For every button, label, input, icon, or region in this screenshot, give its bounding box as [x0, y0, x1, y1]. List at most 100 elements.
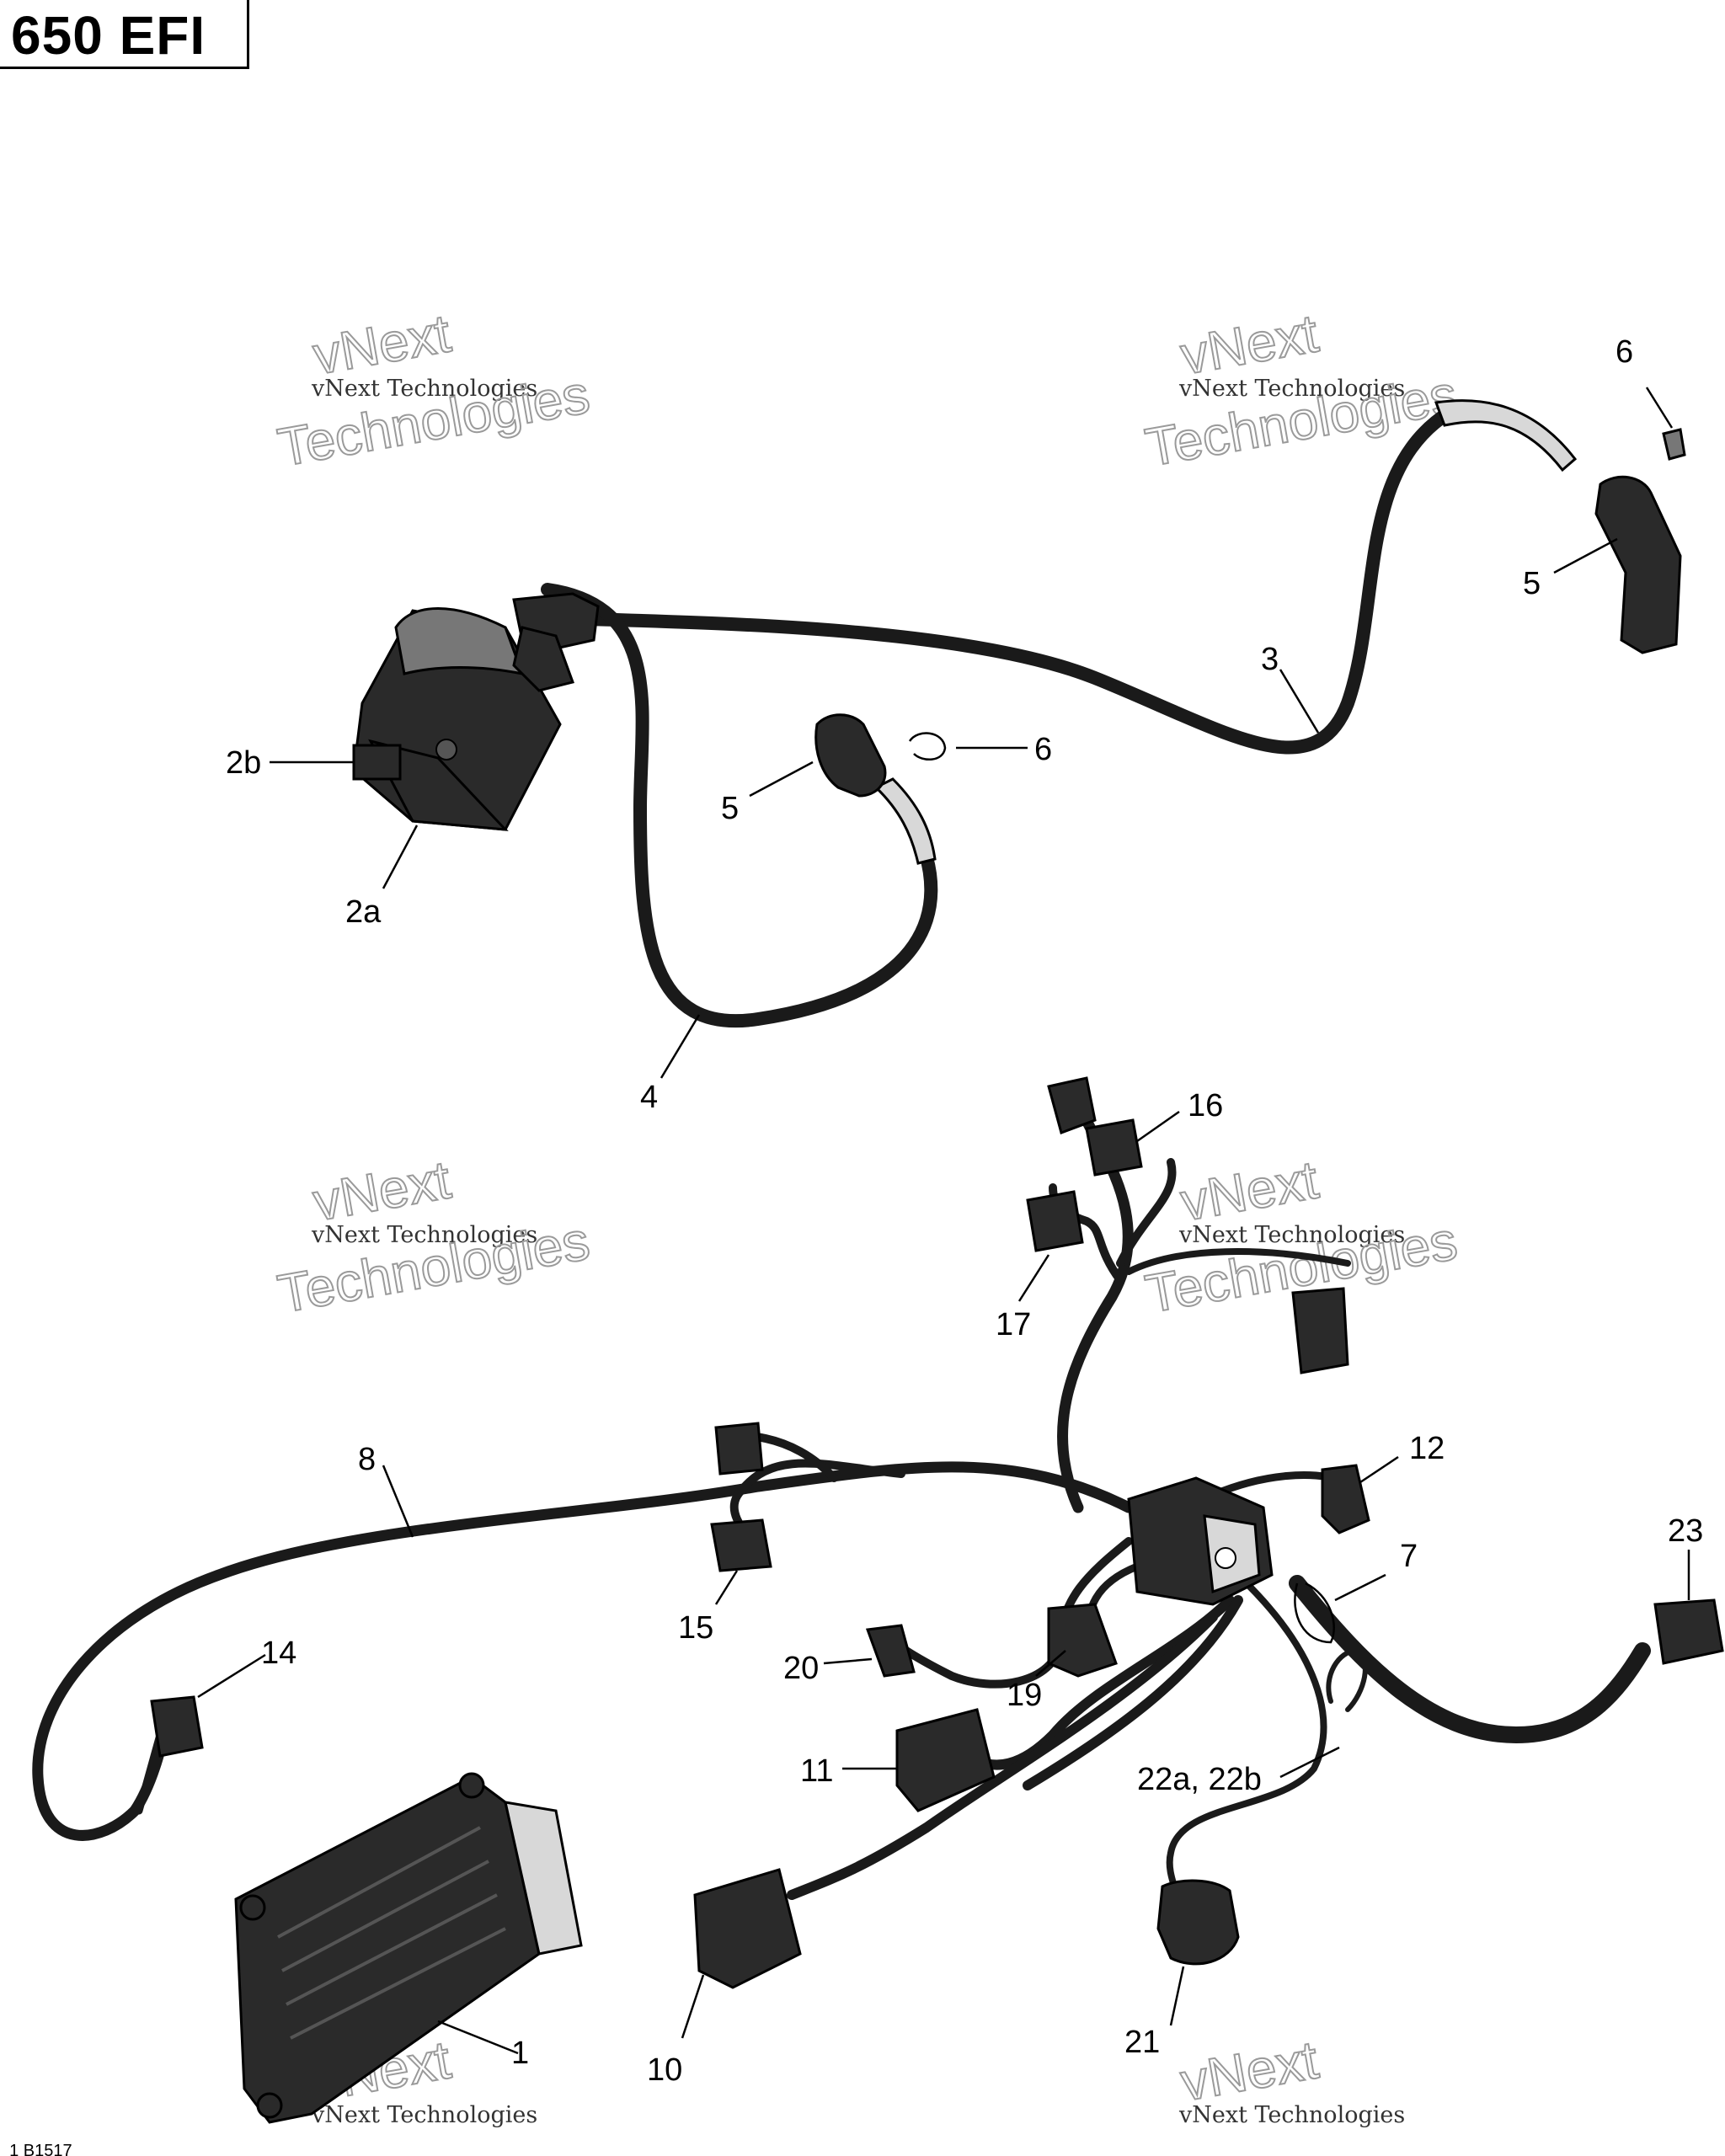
watermark-vnext: vNext: [1176, 302, 1322, 386]
callout-21: 21: [1124, 2025, 1160, 2060]
watermark-text: vNext Technologies: [311, 376, 537, 402]
callout-19: 19: [1007, 1678, 1042, 1713]
connector-16b: [1085, 1118, 1143, 1177]
coil-boot-4: [512, 626, 574, 692]
leader-2a: [382, 825, 419, 889]
leader-14: [197, 1653, 266, 1699]
harness-branch-right-upper: [1125, 1248, 1351, 1275]
spark-plug-cap-left: [814, 713, 887, 798]
coil-mount-tab: [352, 744, 402, 781]
watermark-vnext: vNext: [308, 302, 455, 386]
screw-6-right: [1662, 428, 1686, 461]
leader-lines: [197, 387, 1690, 2055]
watermark-1: vNext vNext Technologies Technologies: [273, 302, 595, 478]
watermark-vnext: vNext: [308, 1149, 455, 1232]
connector-12: [1321, 1464, 1370, 1534]
leader-16: [1136, 1110, 1180, 1143]
ecm-connector: [1127, 1476, 1274, 1606]
callout-1: 1: [511, 2036, 529, 2071]
spark-plug-cap-right: [1594, 475, 1682, 654]
callout-22a-22b: 22a, 22b: [1137, 1762, 1262, 1797]
connector-23: [1653, 1598, 1724, 1665]
watermark-text: vNext Technologies: [1178, 2102, 1405, 2128]
connector-14: [150, 1695, 204, 1758]
callout-10: 10: [647, 2052, 682, 2088]
watermark-vnext: vNext: [1176, 2029, 1322, 2112]
leader-17: [1017, 1254, 1050, 1302]
watermark-3: vNext vNext Technologies Technologies: [273, 1148, 595, 1325]
harness-branch-14: [135, 1731, 164, 1815]
leader-22: [1279, 1746, 1340, 1779]
leader-10: [681, 1974, 705, 2039]
ht-lead-4: [541, 583, 938, 1027]
watermark-6: vNext vNext Technologies: [1175, 2028, 1405, 2128]
ignition-coil: [352, 607, 562, 831]
figure-code: _1 B1517: [0, 2142, 72, 2156]
leader-8: [382, 1465, 414, 1538]
callout-14: 14: [261, 1636, 296, 1671]
callout-15: 15: [678, 1610, 713, 1646]
harness-branch-10: [787, 1612, 1218, 1900]
callout-17: 17: [996, 1307, 1031, 1342]
clip-7: [1294, 1582, 1335, 1644]
title-box: 650 EFI: [0, 0, 249, 69]
leader-5b: [1553, 537, 1618, 574]
connector-16: [1047, 1076, 1097, 1134]
connector-17: [1026, 1190, 1084, 1252]
harness-branch-10b: [1023, 1595, 1243, 1790]
leader-20: [823, 1657, 873, 1665]
connector-11: [895, 1708, 996, 1812]
connector-20: [865, 1624, 916, 1678]
clip-6-left: [908, 732, 947, 760]
callout-5-left: 5: [721, 791, 739, 826]
watermark-vnext: vNext: [1176, 1149, 1322, 1232]
ht-lead-3: [583, 406, 1455, 755]
harness-branch-21: [1166, 1580, 1327, 1907]
ht-lead-3-sleeve: [587, 616, 668, 626]
callout-6-left: 6: [1034, 732, 1052, 767]
connector-15-top: [714, 1422, 764, 1476]
callout-7: 7: [1400, 1539, 1418, 1574]
leader-15: [714, 1570, 739, 1605]
callout-23: 23: [1668, 1513, 1703, 1549]
leader-7: [1334, 1573, 1386, 1602]
leader-12: [1359, 1455, 1399, 1484]
ht-lead-4-tip: [873, 777, 937, 865]
callout-20: 20: [783, 1651, 819, 1686]
leader-3: [1279, 669, 1320, 734]
watermark-text: vNext Technologies: [311, 2102, 537, 2128]
callout-5-right: 5: [1523, 566, 1541, 601]
connector-19: [1047, 1603, 1118, 1678]
callout-2a: 2a: [345, 894, 382, 930]
callout-labels: 1 2a 2b 3 4 5 5 6 6 7 8 10 11 12 14 15 1…: [226, 334, 1703, 2088]
harness-branch-22-loop: [1326, 1648, 1368, 1712]
leader-19: [1035, 1650, 1066, 1677]
callout-6-right: 6: [1616, 334, 1633, 370]
connector-21: [1156, 1879, 1240, 1966]
callout-16: 16: [1188, 1088, 1223, 1123]
leader-4: [660, 1014, 701, 1079]
callout-3: 3: [1261, 642, 1279, 677]
watermark-text: vNext Technologies: [1178, 1222, 1405, 1248]
callout-11: 11: [800, 1753, 833, 1789]
harness-branch-23: [1289, 1575, 1651, 1743]
connector-10: [693, 1868, 802, 1989]
connector-upper-right: [1291, 1287, 1349, 1374]
callout-12: 12: [1409, 1431, 1445, 1466]
ht-lead-3-tip: [1434, 399, 1578, 472]
callout-8: 8: [358, 1442, 376, 1477]
ecm-module: [234, 1772, 583, 2124]
harness-branch-17: [1116, 1158, 1177, 1267]
harness-branch-19: [880, 1537, 1133, 1689]
leader-6b: [1645, 387, 1674, 429]
page-title: 650 EFI: [11, 5, 206, 66]
connector-15: [710, 1518, 772, 1572]
watermark-text: vNext Technologies: [1178, 376, 1405, 402]
callout-4: 4: [640, 1080, 658, 1115]
leader-1: [437, 2020, 519, 2055]
leader-5a: [749, 760, 814, 798]
callout-2b: 2b: [226, 745, 261, 781]
watermark-text: vNext Technologies: [311, 1222, 537, 1248]
leader-21: [1169, 1966, 1185, 2026]
